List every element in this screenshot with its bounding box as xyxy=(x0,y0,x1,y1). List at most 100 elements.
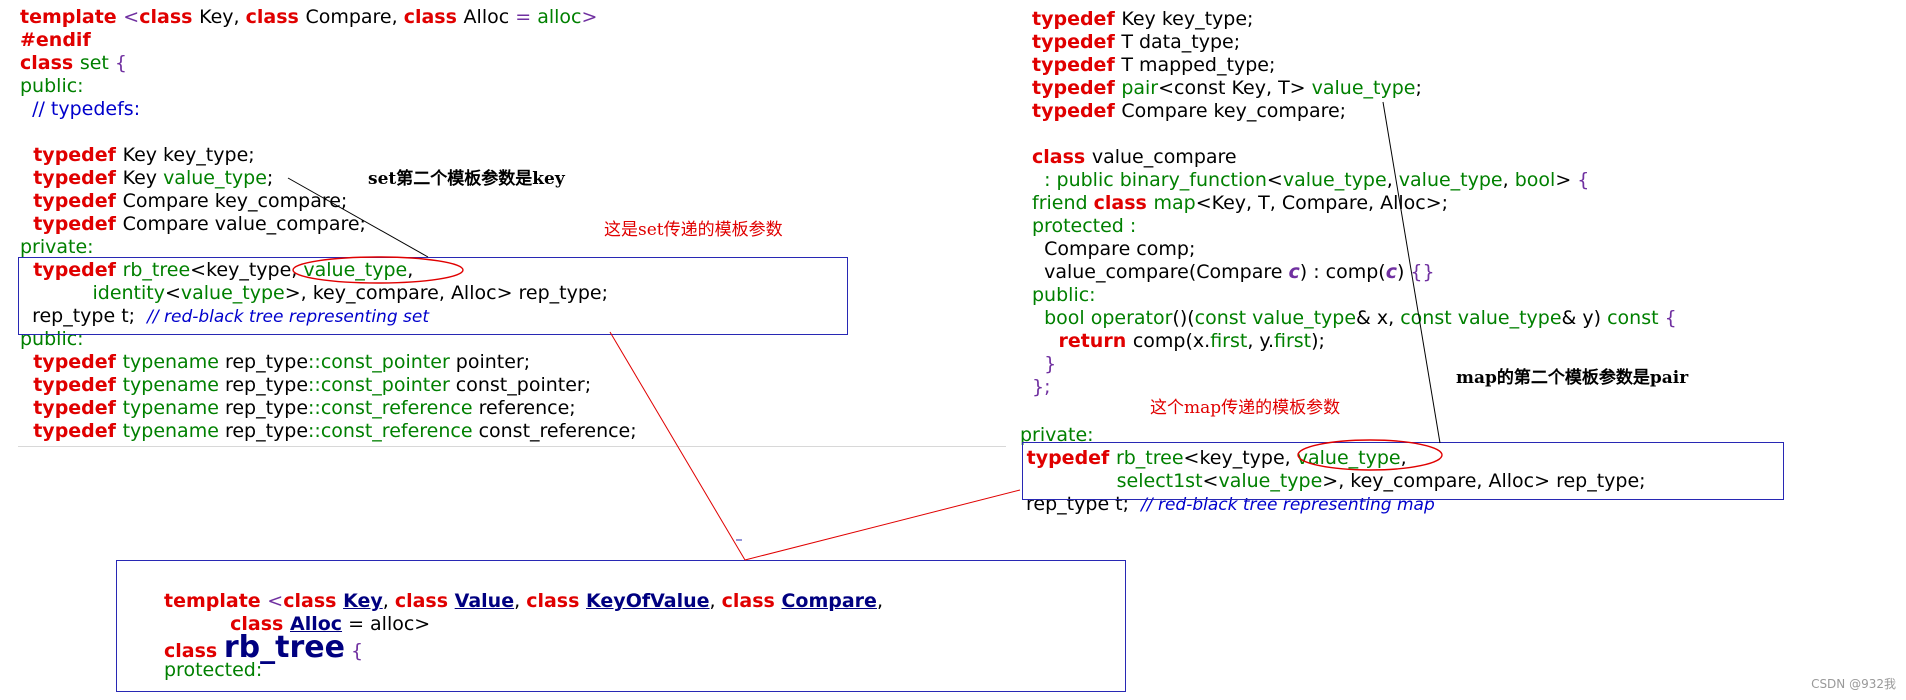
set-code-line: typedef Key value_type; xyxy=(20,167,637,190)
code-token: value_compare(Compare xyxy=(1032,261,1289,283)
code-token: <const Key, T> xyxy=(1158,77,1312,99)
code-token: // red-black tree representing map xyxy=(1141,495,1435,515)
set-private-box xyxy=(18,257,848,335)
code-token: class xyxy=(403,6,464,28)
set-code-line: rep_type t; // red-black tree representi… xyxy=(20,305,637,328)
map-code-line: typedef Key key_type; xyxy=(1032,8,1677,31)
code-token: typename xyxy=(122,397,225,419)
code-token: const_pointer; xyxy=(455,374,592,396)
code-token: comp(x. xyxy=(1132,330,1211,352)
code-token: ) xyxy=(1396,261,1411,283)
code-token: // red-black tree representing set xyxy=(147,307,429,327)
code-token: } xyxy=(1032,353,1057,375)
map-code-line: protected : xyxy=(1032,215,1677,238)
code-token: typedef xyxy=(20,213,123,235)
code-token: KeyOfValue xyxy=(586,590,710,612)
code-token: class xyxy=(245,6,306,28)
code-token: Key xyxy=(343,590,383,612)
code-token: = xyxy=(515,6,538,28)
annotation-map-second-param: map的第二个模板参数是pair xyxy=(1456,368,1689,388)
set-code-line: typedef typename rep_type::const_referen… xyxy=(20,420,637,443)
code-token: friend xyxy=(1032,192,1094,214)
code-token: typedef xyxy=(20,259,123,281)
code-token: < xyxy=(1266,169,1283,191)
set-code-line: class set { xyxy=(20,52,637,75)
code-token: rep_type xyxy=(224,420,309,442)
code-token: value_type xyxy=(163,167,267,189)
code-token: Key, xyxy=(199,6,246,28)
map-code-line: typedef pair<const Key, T> value_type; xyxy=(1032,77,1677,100)
set-arrow-line xyxy=(609,331,746,561)
code-token: typename xyxy=(122,351,225,373)
code-token: ) : comp( xyxy=(1299,261,1386,283)
code-token: Compare value_compare; xyxy=(122,213,366,235)
map-code-line: typedef T mapped_type; xyxy=(1032,54,1677,77)
map-code-line: }; xyxy=(1032,376,1677,399)
code-token: alloc xyxy=(537,6,582,28)
code-token: >, key_compare, Alloc> rep_type; xyxy=(284,282,609,304)
code-token: first xyxy=(1210,330,1248,352)
set-code-block: template <class Key, class Compare, clas… xyxy=(20,6,637,443)
code-token: class xyxy=(394,590,455,612)
code-token: rep_type t; xyxy=(20,305,148,327)
watermark: CSDN @932我 xyxy=(1811,677,1896,691)
annotation-map-passed-param: 这个map传递的模板参数 xyxy=(1150,398,1341,418)
code-token: & y) xyxy=(1561,307,1608,329)
code-token: ; xyxy=(1415,77,1422,99)
code-token: < xyxy=(164,282,181,304)
code-token: & x, xyxy=(1356,307,1401,329)
code-token: const_reference; xyxy=(478,420,637,442)
code-token: reference; xyxy=(478,397,576,419)
code-token: { xyxy=(1664,307,1677,329)
set-code-line: typedef typename rep_type::const_pointer… xyxy=(20,351,637,374)
code-token: class xyxy=(139,6,200,28)
code-token: typedef xyxy=(1032,100,1122,122)
code-token: ::const_pointer xyxy=(308,374,456,396)
code-token: value_type xyxy=(1282,169,1387,191)
code-token: T data_type; xyxy=(1121,31,1241,53)
code-token: , xyxy=(382,590,395,612)
set-code-line: typedef typename rep_type::const_pointer… xyxy=(20,374,637,397)
code-token: = alloc> xyxy=(342,613,431,635)
code-token: typedef xyxy=(1020,447,1116,469)
code-token: <Key, T, Compare, Alloc>; xyxy=(1195,192,1449,214)
map-private-line: typedef rb_tree<key_type, value_type, xyxy=(1020,447,1646,470)
rbtree-code-block: template <class Key, class Value, class … xyxy=(164,590,883,682)
code-token: rb_tree xyxy=(1115,447,1184,469)
map-private-line: select1st<value_type>, key_compare, Allo… xyxy=(1020,470,1646,493)
code-token: identity xyxy=(20,282,165,304)
code-token: { xyxy=(114,52,128,74)
code-token: class xyxy=(526,590,587,612)
set-code-line: private: xyxy=(20,236,637,259)
code-token: first xyxy=(1273,330,1312,352)
code-token: typedef xyxy=(20,351,123,373)
code-token: Compare xyxy=(781,590,877,612)
rb-code-line: class rb_tree { xyxy=(164,633,883,663)
code-token: protected: xyxy=(164,659,263,681)
code-token: class xyxy=(164,640,224,662)
map-code-line: typedef T data_type; xyxy=(1032,31,1677,54)
map-value-type-ellipse xyxy=(1297,439,1443,471)
code-token: >, key_compare, Alloc> rep_type; xyxy=(1322,470,1646,492)
code-token: value_compare xyxy=(1091,146,1237,168)
code-token: typename xyxy=(122,420,225,442)
map-private-block: private: typedef rb_tree<key_type, value… xyxy=(1020,424,1646,516)
code-token: typedef xyxy=(1032,77,1122,99)
set-key-pointer-line xyxy=(287,177,429,258)
code-token: // typedefs: xyxy=(20,98,141,120)
code-token: typedef xyxy=(20,397,123,419)
set-code-line: #endif xyxy=(20,29,637,52)
map-code-block: typedef Key key_type;typedef T data_type… xyxy=(1032,8,1677,399)
code-token: class xyxy=(164,613,290,635)
code-token: c xyxy=(1385,261,1397,283)
code-token: Compare comp; xyxy=(1032,238,1196,260)
code-token: public: xyxy=(20,75,84,97)
set-value-type-ellipse xyxy=(292,256,464,284)
code-token: Key xyxy=(122,167,164,189)
code-token: ::const_pointer xyxy=(308,351,456,373)
code-token: , y. xyxy=(1247,330,1274,352)
rbtree-box xyxy=(116,560,1126,692)
code-token: rep_type xyxy=(224,351,309,373)
map-code-line: } xyxy=(1032,353,1677,376)
code-token: rb_tree xyxy=(223,630,345,665)
